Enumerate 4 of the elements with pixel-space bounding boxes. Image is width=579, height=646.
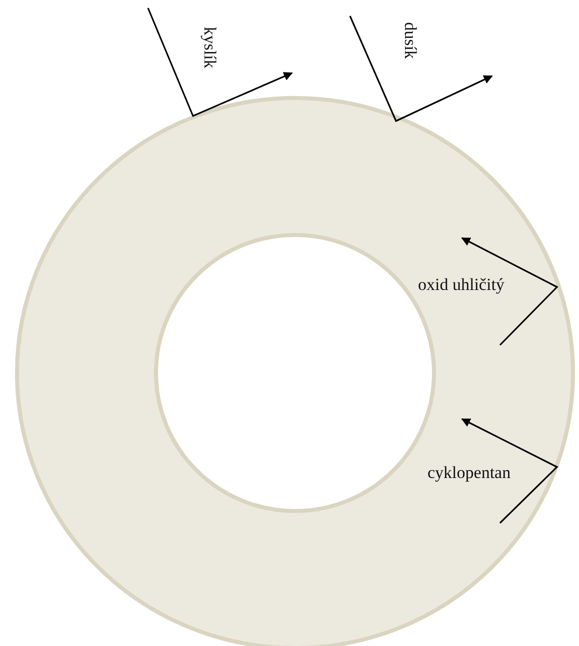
gas-label: oxid uhličitý: [418, 276, 504, 292]
gas-label: dusík: [401, 22, 418, 58]
gas-label: cyklopentan: [428, 464, 511, 480]
gas-label: kyslík: [201, 26, 218, 68]
